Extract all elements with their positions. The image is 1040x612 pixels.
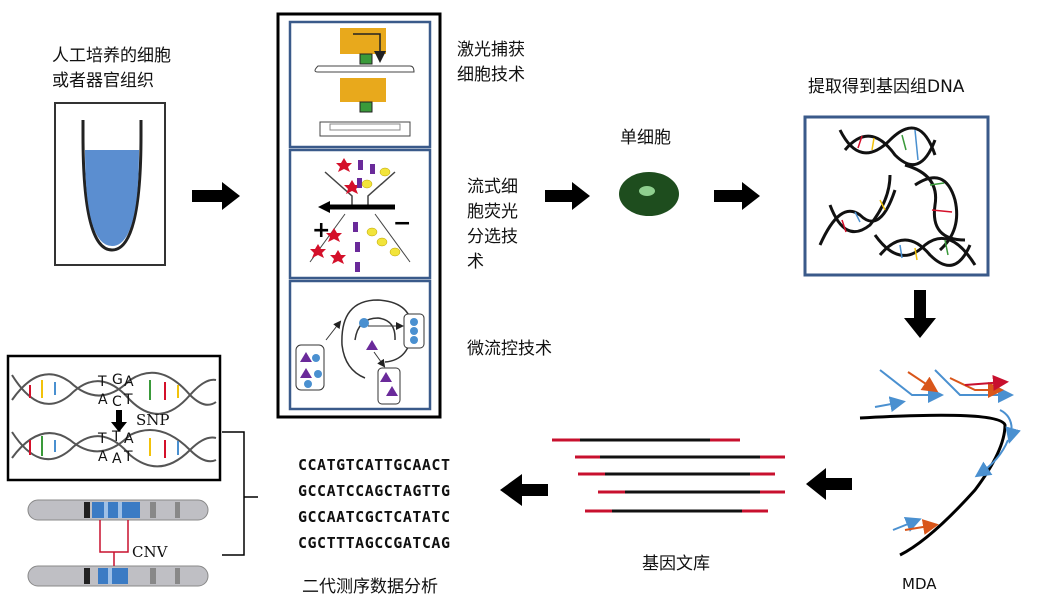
snp-base2-bot-right: T <box>123 449 133 465</box>
gene-library-label: 基因文库 <box>642 554 710 574</box>
facs-illustration: + − <box>309 158 411 272</box>
facs-label-line4: 术 <box>467 252 484 272</box>
dna-helices <box>818 126 977 267</box>
sequence-read: CGCTTTAGCCGATCAG <box>298 534 451 552</box>
gene-library-illustration <box>552 438 785 513</box>
snp-base2-top-left: T <box>97 431 107 447</box>
snp-down-arrow <box>111 410 127 432</box>
snp-label: SNP <box>136 411 170 429</box>
snp-base-top-right: A <box>124 374 134 390</box>
microfluidic-label: 微流控技术 <box>467 339 552 359</box>
sequence-read: CCATGTCATTGCAACT <box>298 456 451 474</box>
mda-illustration <box>859 369 1021 557</box>
cnv-label: CNV <box>132 543 168 561</box>
culture-label-line1: 人工培养的细胞 <box>52 46 171 66</box>
test-tube <box>54 102 166 266</box>
facs-minus-sign: − <box>393 211 411 236</box>
culture-label-line2: 或者器官组织 <box>52 71 154 91</box>
cnv-chromosomes <box>27 499 209 587</box>
flow-arrow-left-2 <box>500 474 548 506</box>
methods-frame <box>276 12 442 419</box>
single-cell-label: 单细胞 <box>620 128 671 148</box>
snp-base-bot-left: A <box>98 392 108 408</box>
snp-helices <box>11 371 217 468</box>
single-cell <box>619 172 679 216</box>
flow-arrow-2 <box>545 182 590 210</box>
extract-dna-label: 提取得到基因组DNA <box>808 77 965 97</box>
microfluidic-illustration <box>295 299 425 405</box>
snp-base-bot-mid: C <box>112 394 122 410</box>
analysis-bracket <box>222 431 258 556</box>
facs-label-line1: 流式细 <box>467 177 518 197</box>
facs-plus-sign: + <box>312 218 330 243</box>
flow-arrow-1 <box>192 182 240 210</box>
flow-arrow-left-1 <box>806 468 852 500</box>
laser-label-line2: 细胞技术 <box>457 65 525 85</box>
ngs-analysis-label: 二代测序数据分析 <box>302 577 438 597</box>
mda-label: MDA <box>902 575 937 593</box>
snp-base2-bot-mid: A <box>112 451 122 467</box>
facs-panel <box>288 148 432 280</box>
snp-base2-bot-left: A <box>98 449 108 465</box>
laser-capture-illustration <box>314 28 415 137</box>
snp-base-top-mid: G <box>112 372 123 388</box>
microfluidic-panel <box>288 279 432 411</box>
laser-panel <box>288 20 432 149</box>
sequence-read: GCCATCCAGCTAGTTG <box>298 482 451 500</box>
flow-arrow-down <box>904 290 936 338</box>
sequence-read: GCCAATCGCTCATATC <box>298 508 451 526</box>
facs-label-line3: 分选技 <box>467 227 518 247</box>
snp-base-bot-right: T <box>123 392 133 408</box>
flow-arrow-3 <box>714 182 760 210</box>
laser-label-line1: 激光捕获 <box>457 40 525 60</box>
snp-base2-top-right: A <box>124 431 134 447</box>
facs-label-line2: 胞荧光 <box>467 202 518 222</box>
snp-base2-top-mid: T <box>111 429 121 445</box>
snp-base-top-left: T <box>97 374 107 390</box>
genomic-dna-box <box>803 115 990 277</box>
